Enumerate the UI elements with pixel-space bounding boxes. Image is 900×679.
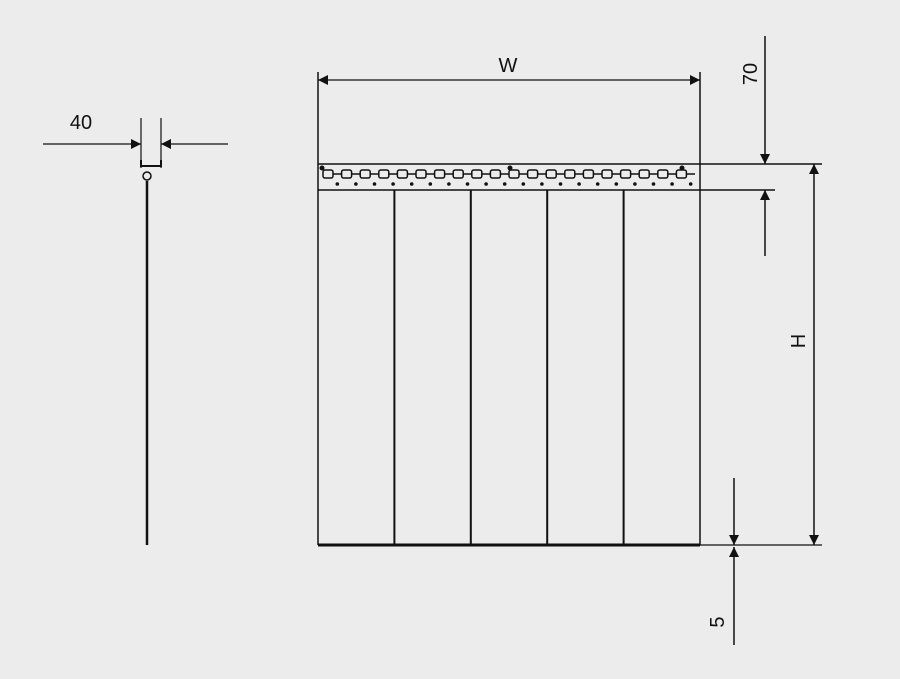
height-label: H	[788, 334, 810, 348]
rail-hook	[452, 169, 464, 179]
rail-hook	[582, 169, 595, 179]
rail-dot	[484, 182, 488, 186]
rail-hook	[545, 169, 557, 179]
side-width-label: 40	[70, 112, 92, 134]
rail-rivet	[507, 165, 513, 171]
rail-hook	[526, 169, 539, 179]
rail-height-label: 70	[740, 63, 762, 85]
rail-dot	[409, 182, 414, 186]
rail-dot	[447, 182, 451, 186]
rail-dots	[335, 182, 693, 186]
rail-hook	[433, 169, 446, 179]
rail-dot	[558, 182, 563, 186]
side-rail-profile	[140, 160, 162, 167]
front-view: W 70 H 5	[317, 36, 822, 645]
rail-dot	[372, 182, 377, 186]
strip-dividers	[393, 190, 625, 545]
rail-hook	[396, 169, 409, 179]
rail-hook	[564, 169, 576, 179]
rail-hook	[415, 169, 427, 179]
rail-dot	[688, 182, 693, 186]
rail-hook	[508, 169, 520, 179]
rail-dot	[521, 182, 526, 186]
side-hook	[142, 171, 152, 181]
rail-dot	[595, 182, 600, 186]
rail-dot	[502, 182, 507, 186]
rail-hook	[322, 169, 334, 179]
rail-dot	[465, 182, 470, 186]
rail-dot	[651, 182, 656, 186]
width-label: W	[499, 55, 518, 77]
rail-hook	[378, 169, 390, 179]
rail-dot	[335, 182, 340, 186]
rail-hook	[340, 169, 353, 179]
rail-hook	[657, 169, 669, 179]
rail-dot	[354, 182, 358, 186]
rail-dot	[391, 182, 395, 186]
rail-hooks	[319, 165, 695, 179]
rail-hook	[359, 169, 371, 179]
rail-hook	[601, 169, 613, 179]
rail-dot	[670, 182, 674, 186]
rail-hook	[638, 169, 650, 179]
rail-hook	[675, 169, 688, 179]
rail-dot	[540, 182, 544, 186]
bottom-gap-label: 5	[707, 616, 729, 627]
rail-rivet	[679, 165, 685, 171]
rail-hook	[471, 169, 483, 179]
rail-rivet	[319, 165, 325, 171]
rail-dot	[633, 182, 637, 186]
rail-dot	[428, 182, 433, 186]
rail-dot	[614, 182, 619, 186]
side-view: 40	[43, 112, 228, 545]
rail-hook	[619, 169, 632, 179]
rail-hook	[489, 169, 502, 179]
rail-dot	[577, 182, 581, 186]
